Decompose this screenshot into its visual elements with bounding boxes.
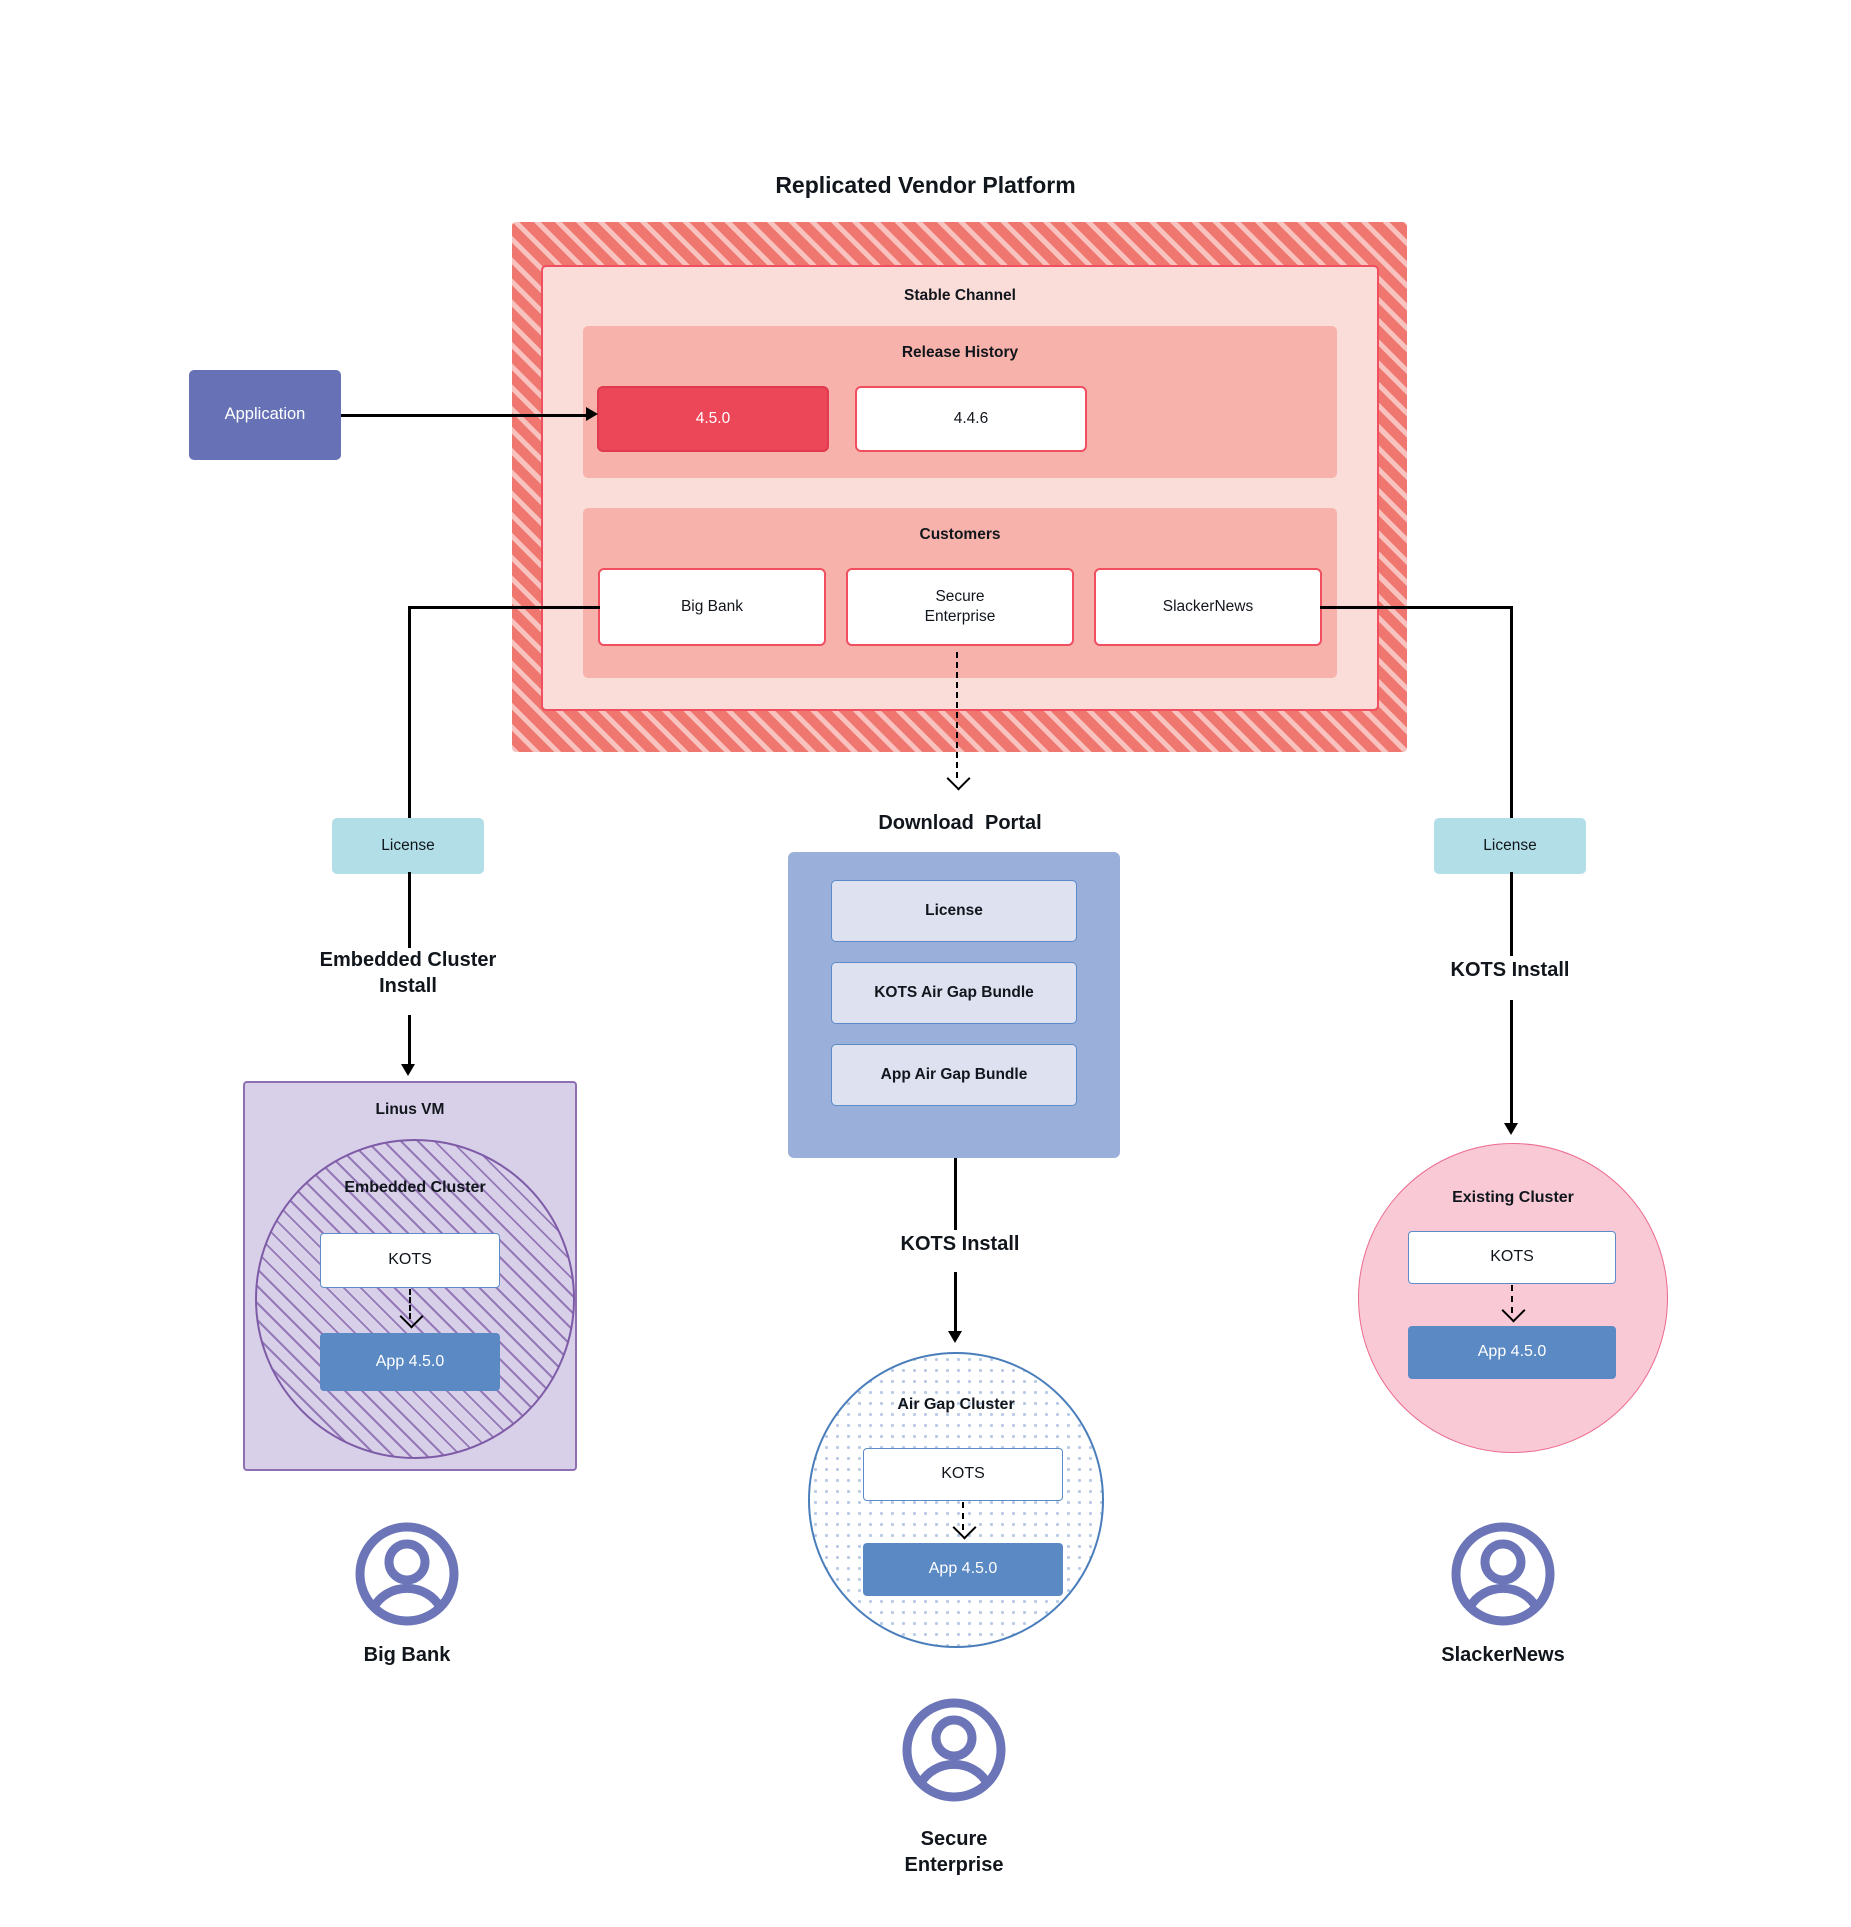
connector-ec-kots-to-app: [409, 1289, 411, 1319]
connector-kots-install-right-down: [1510, 1000, 1513, 1126]
connector-kots-install-mid-down: [954, 1272, 957, 1334]
portal-item-license[interactable]: License: [831, 880, 1077, 942]
download-portal-container: License KOTS Air Gap Bundle App Air Gap …: [788, 852, 1120, 1158]
release-history-container: Release History 4.5.0 4.4.6: [583, 326, 1337, 478]
embedded-cluster-circle: Embedded Cluster: [255, 1139, 575, 1459]
arrow-to-air-gap-cluster: [948, 1331, 962, 1343]
download-portal-title: Download Portal: [878, 812, 1042, 834]
connector-bigbank-vertical: [408, 606, 411, 820]
customers-title: Customers: [919, 526, 1001, 543]
embedded-cluster-app-box[interactable]: App 4.5.0: [320, 1333, 500, 1391]
existing-cluster-kots-box[interactable]: KOTS: [1408, 1231, 1616, 1284]
connector-application-to-release: [341, 414, 593, 417]
label-kots-install-right: KOTS Install: [1450, 959, 1570, 981]
arrow-to-linux-vm: [401, 1064, 415, 1076]
connector-slackernews-horizontal: [1320, 606, 1512, 609]
connector-license-right-down: [1510, 872, 1513, 956]
user-avatar-icon: [902, 1698, 1006, 1802]
portal-item-kots-air-gap-bundle[interactable]: KOTS Air Gap Bundle: [831, 962, 1077, 1024]
avatar-caption-secure-enterprise: Secure Enterprise: [904, 1828, 1004, 1876]
embedded-cluster-title: Embedded Cluster: [344, 1179, 486, 1196]
avatar-caption-big-bank: Big Bank: [363, 1644, 451, 1666]
portal-item-app-air-gap-bundle[interactable]: App Air Gap Bundle: [831, 1044, 1077, 1106]
user-avatar-icon: [1451, 1522, 1555, 1626]
license-chip-left[interactable]: License: [332, 818, 484, 874]
avatar: [901, 1697, 1007, 1803]
existing-cluster-title: Existing Cluster: [1452, 1189, 1574, 1206]
embedded-cluster-kots-box[interactable]: KOTS: [320, 1233, 500, 1288]
customer-chip-big-bank[interactable]: Big Bank: [598, 568, 826, 646]
connector-secure-to-portal: [956, 652, 958, 778]
license-chip-right[interactable]: License: [1434, 818, 1586, 874]
arrow-secure-to-portal: [946, 766, 971, 791]
air-gap-cluster-kots-box[interactable]: KOTS: [863, 1448, 1063, 1501]
customers-container: Customers Big Bank Secure Enterprise Sla…: [583, 508, 1337, 678]
release-history-title: Release History: [901, 344, 1019, 361]
user-avatar-icon: [355, 1522, 459, 1626]
connector-slackernews-vertical: [1510, 606, 1513, 820]
page-title: Replicated Vendor Platform: [775, 172, 1076, 198]
label-kots-install-middle: KOTS Install: [900, 1233, 1020, 1255]
connector-ag-kots-to-app: [962, 1502, 964, 1530]
release-chip-current[interactable]: 4.5.0: [597, 386, 829, 452]
air-gap-cluster-title: Air Gap Cluster: [897, 1396, 1015, 1413]
linux-vm-title: Linus VM: [375, 1101, 445, 1118]
customer-chip-secure-enterprise[interactable]: Secure Enterprise: [846, 568, 1074, 646]
connector-embedded-install-down: [408, 1015, 411, 1067]
avatar: [1450, 1521, 1556, 1627]
avatar: [354, 1521, 460, 1627]
connector-bigbank-horizontal: [408, 606, 600, 609]
arrow-application-to-release: [586, 407, 598, 421]
customer-chip-slackernews[interactable]: SlackerNews: [1094, 568, 1322, 646]
air-gap-cluster-app-box[interactable]: App 4.5.0: [863, 1543, 1063, 1596]
application-node[interactable]: Application: [189, 370, 341, 460]
connector-license-left-down: [408, 872, 411, 948]
stable-channel-title: Stable Channel: [904, 287, 1016, 304]
release-chip-previous[interactable]: 4.4.6: [855, 386, 1087, 452]
existing-cluster-circle: Existing Cluster: [1358, 1143, 1668, 1453]
connector-portal-down: [954, 1158, 957, 1230]
arrow-to-existing-cluster: [1504, 1123, 1518, 1135]
avatar-caption-slackernews: SlackerNews: [1441, 1644, 1565, 1666]
connector-exc-kots-to-app: [1511, 1285, 1513, 1313]
label-embedded-cluster-install: Embedded Cluster Install: [319, 949, 497, 997]
existing-cluster-app-box[interactable]: App 4.5.0: [1408, 1326, 1616, 1379]
